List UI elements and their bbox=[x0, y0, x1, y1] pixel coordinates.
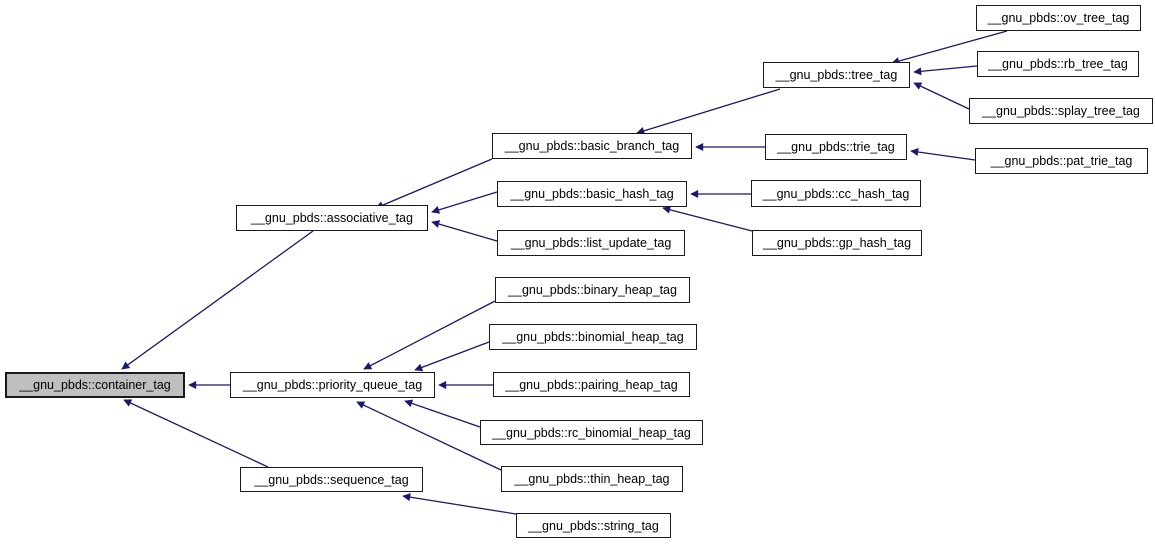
inheritance-edge-string_tag-to-sequence_tag bbox=[402, 493, 517, 515]
node-pairing_heap_tag[interactable]: __gnu_pbds::pairing_heap_tag bbox=[493, 372, 690, 397]
node-string_tag[interactable]: __gnu_pbds::string_tag bbox=[516, 513, 671, 538]
inheritance-edge-basic_branch_tag-to-associative_tag bbox=[375, 158, 493, 209]
inheritance-edge-pat_trie_tag-to-trie_tag bbox=[910, 148, 976, 161]
inheritance-edge-rc_binomial_heap_tag-to-priority_queue_tag bbox=[404, 399, 481, 428]
inheritance-edge-binomial_heap_tag-to-priority_queue_tag bbox=[414, 341, 490, 372]
node-associative_tag[interactable]: __gnu_pbds::associative_tag bbox=[236, 205, 428, 231]
node-cc_hash_tag[interactable]: __gnu_pbds::cc_hash_tag bbox=[751, 180, 921, 207]
node-list_update_tag[interactable]: __gnu_pbds::list_update_tag bbox=[497, 230, 685, 256]
node-ov_tree_tag[interactable]: __gnu_pbds::ov_tree_tag bbox=[976, 5, 1141, 31]
node-sequence_tag[interactable]: __gnu_pbds::sequence_tag bbox=[240, 467, 423, 492]
node-tree_tag[interactable]: __gnu_pbds::tree_tag bbox=[763, 62, 910, 88]
node-trie_tag[interactable]: __gnu_pbds::trie_tag bbox=[765, 134, 907, 160]
inheritance-edge-splay_tree_tag-to-tree_tag bbox=[913, 82, 970, 110]
inheritance-edge-sequence_tag-to-container_tag bbox=[123, 399, 269, 468]
node-container_tag: __gnu_pbds::container_tag bbox=[5, 372, 185, 398]
inheritance-edge-rb_tree_tag-to-tree_tag bbox=[913, 65, 978, 76]
inheritance-edge-tree_tag-to-basic_branch_tag bbox=[636, 88, 781, 135]
node-thin_heap_tag[interactable]: __gnu_pbds::thin_heap_tag bbox=[501, 466, 683, 492]
inheritance-edge-basic_hash_tag-to-associative_tag bbox=[431, 191, 498, 214]
node-binary_heap_tag[interactable]: __gnu_pbds::binary_heap_tag bbox=[495, 277, 690, 303]
node-rc_binomial_heap_tag[interactable]: __gnu_pbds::rc_binomial_heap_tag bbox=[480, 420, 703, 445]
inheritance-edge-list_update_tag-to-associative_tag bbox=[431, 220, 498, 242]
inheritance-edge-gp_hash_tag-to-basic_hash_tag bbox=[662, 205, 753, 232]
node-binomial_heap_tag[interactable]: __gnu_pbds::binomial_heap_tag bbox=[489, 324, 697, 350]
inheritance-edge-binary_heap_tag-to-priority_queue_tag bbox=[363, 300, 496, 370]
node-gp_hash_tag[interactable]: __gnu_pbds::gp_hash_tag bbox=[752, 230, 922, 256]
inheritance-edge-associative_tag-to-container_tag bbox=[121, 230, 314, 370]
node-splay_tree_tag[interactable]: __gnu_pbds::splay_tree_tag bbox=[969, 98, 1153, 124]
node-rb_tree_tag[interactable]: __gnu_pbds::rb_tree_tag bbox=[977, 51, 1139, 77]
node-basic_branch_tag[interactable]: __gnu_pbds::basic_branch_tag bbox=[492, 133, 692, 159]
node-priority_queue_tag[interactable]: __gnu_pbds::priority_queue_tag bbox=[230, 372, 435, 398]
node-basic_hash_tag[interactable]: __gnu_pbds::basic_hash_tag bbox=[497, 181, 687, 207]
node-pat_trie_tag[interactable]: __gnu_pbds::pat_trie_tag bbox=[975, 148, 1148, 174]
